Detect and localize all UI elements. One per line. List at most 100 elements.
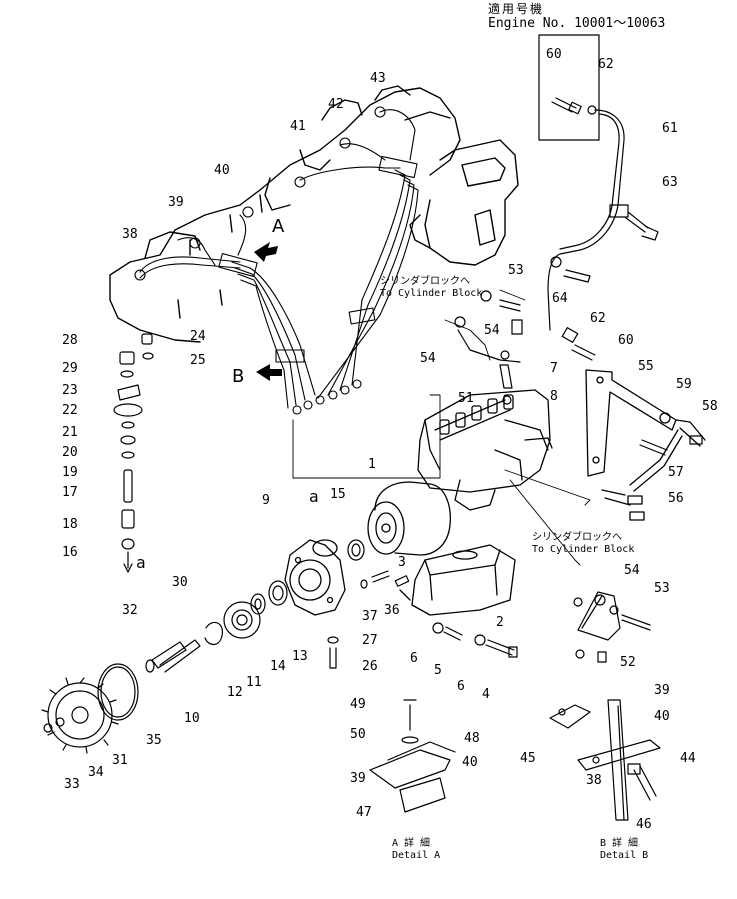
callout-30: 30	[172, 575, 188, 590]
applicability-header: 適用号機 Engine No. 10001～10063	[488, 2, 665, 32]
stay-bracket	[585, 369, 706, 521]
callout-39-detail-a: 39	[350, 771, 366, 786]
callout-18: 18	[62, 517, 78, 532]
view-marker-a: A	[272, 216, 285, 237]
callout-2: 2	[496, 615, 504, 630]
callout-35: 35	[146, 733, 162, 748]
callout-54-b: 54	[484, 323, 500, 338]
callout-32: 32	[122, 603, 138, 618]
callout-12: 12	[227, 685, 243, 700]
callout-39-detail-b: 39	[654, 683, 670, 698]
callout-7: 7	[550, 361, 558, 376]
detail-a-label-en: Detail A	[392, 850, 441, 861]
callout-21: 21	[62, 425, 78, 440]
callout-16: 16	[62, 545, 78, 560]
note-to-cylinder-block-en: To Cylinder Block	[380, 288, 483, 299]
oil-pipe-group	[538, 34, 659, 361]
callout-45: 45	[520, 751, 536, 766]
injection-lines	[134, 106, 419, 415]
callout-14: 14	[270, 659, 286, 674]
pump-bracket	[399, 544, 516, 616]
callout-37: 37	[362, 609, 378, 624]
callout-36: 36	[384, 603, 400, 618]
callout-11: 11	[246, 675, 262, 690]
callout-39-main: 39	[168, 195, 184, 210]
arrow-marker-a-lower: a	[136, 553, 146, 572]
callout-5: 5	[434, 663, 442, 678]
callout-56: 56	[668, 491, 684, 506]
bracket-52	[573, 591, 651, 663]
callout-8: 8	[550, 389, 558, 404]
callout-9: 9	[262, 493, 270, 508]
callout-6-b: 6	[457, 679, 465, 694]
callout-58: 58	[702, 399, 718, 414]
callout-42: 42	[328, 97, 344, 112]
callout-15: 15	[330, 487, 346, 502]
detail-a	[369, 699, 456, 813]
callout-44: 44	[680, 751, 696, 766]
drive-flange	[284, 539, 346, 616]
callout-1: 1	[368, 457, 376, 472]
bolts	[327, 290, 703, 669]
callout-17: 17	[62, 485, 78, 500]
callout-19: 19	[62, 465, 78, 480]
callout-41: 41	[290, 119, 306, 134]
callout-20: 20	[62, 445, 78, 460]
callout-6-a: 6	[410, 651, 418, 666]
callout-40-detail-a: 40	[462, 755, 478, 770]
callout-47: 47	[356, 805, 372, 820]
callout-28: 28	[62, 333, 78, 348]
callout-60-upper: 60	[546, 47, 562, 62]
callout-31: 31	[112, 753, 128, 768]
gear	[41, 663, 139, 754]
callout-62-lower: 62	[590, 311, 606, 326]
callout-46: 46	[636, 817, 652, 832]
arrow-marker-a-upper: a	[309, 487, 319, 506]
detail-b	[549, 699, 661, 821]
callout-38-main: 38	[122, 227, 138, 242]
callout-40-detail-b: 40	[654, 709, 670, 724]
callout-54-a: 54	[420, 351, 436, 366]
drive-shaft	[145, 639, 201, 673]
view-arrows	[254, 242, 282, 381]
callout-54-c: 54	[624, 563, 640, 578]
callout-3: 3	[398, 555, 406, 570]
note-to-cylinder-block-jp: シリンダブロックへ	[380, 276, 470, 287]
callout-34: 34	[88, 765, 104, 780]
callout-53-upper: 53	[508, 263, 524, 278]
view-marker-b: B	[232, 366, 245, 387]
callout-48: 48	[464, 731, 480, 746]
callout-22: 22	[62, 403, 78, 418]
callout-10: 10	[184, 711, 200, 726]
engine-outline	[109, 85, 519, 343]
callout-43: 43	[370, 71, 386, 86]
callout-62-upper: 62	[598, 57, 614, 72]
callout-27: 27	[362, 633, 378, 648]
note-to-cylinder-block-2-en: To Cylinder Block	[532, 544, 635, 555]
applicability-label: 適用号機	[488, 2, 545, 16]
callout-64: 64	[552, 291, 568, 306]
callout-33: 33	[64, 777, 80, 792]
callout-24: 24	[190, 329, 206, 344]
callout-50: 50	[350, 727, 366, 742]
callout-63: 63	[662, 175, 678, 190]
callout-52: 52	[620, 655, 636, 670]
detail-b-label-jp: B 詳 細	[600, 838, 639, 849]
callout-53-lower: 53	[654, 581, 670, 596]
callout-51: 51	[458, 391, 474, 406]
detail-b-label-en: Detail B	[600, 850, 649, 861]
fitting-stack	[113, 333, 154, 573]
detail-a-label-jp: A 詳 細	[392, 838, 431, 849]
callout-25: 25	[190, 353, 206, 368]
callout-55: 55	[638, 359, 654, 374]
callout-59: 59	[676, 377, 692, 392]
callout-61: 61	[662, 121, 678, 136]
engine-serial-range: Engine No. 10001～10063	[488, 16, 666, 31]
bearings	[204, 539, 365, 646]
callout-4: 4	[482, 687, 490, 702]
callout-26: 26	[362, 659, 378, 674]
callout-13: 13	[292, 649, 308, 664]
callout-29: 29	[62, 361, 78, 376]
